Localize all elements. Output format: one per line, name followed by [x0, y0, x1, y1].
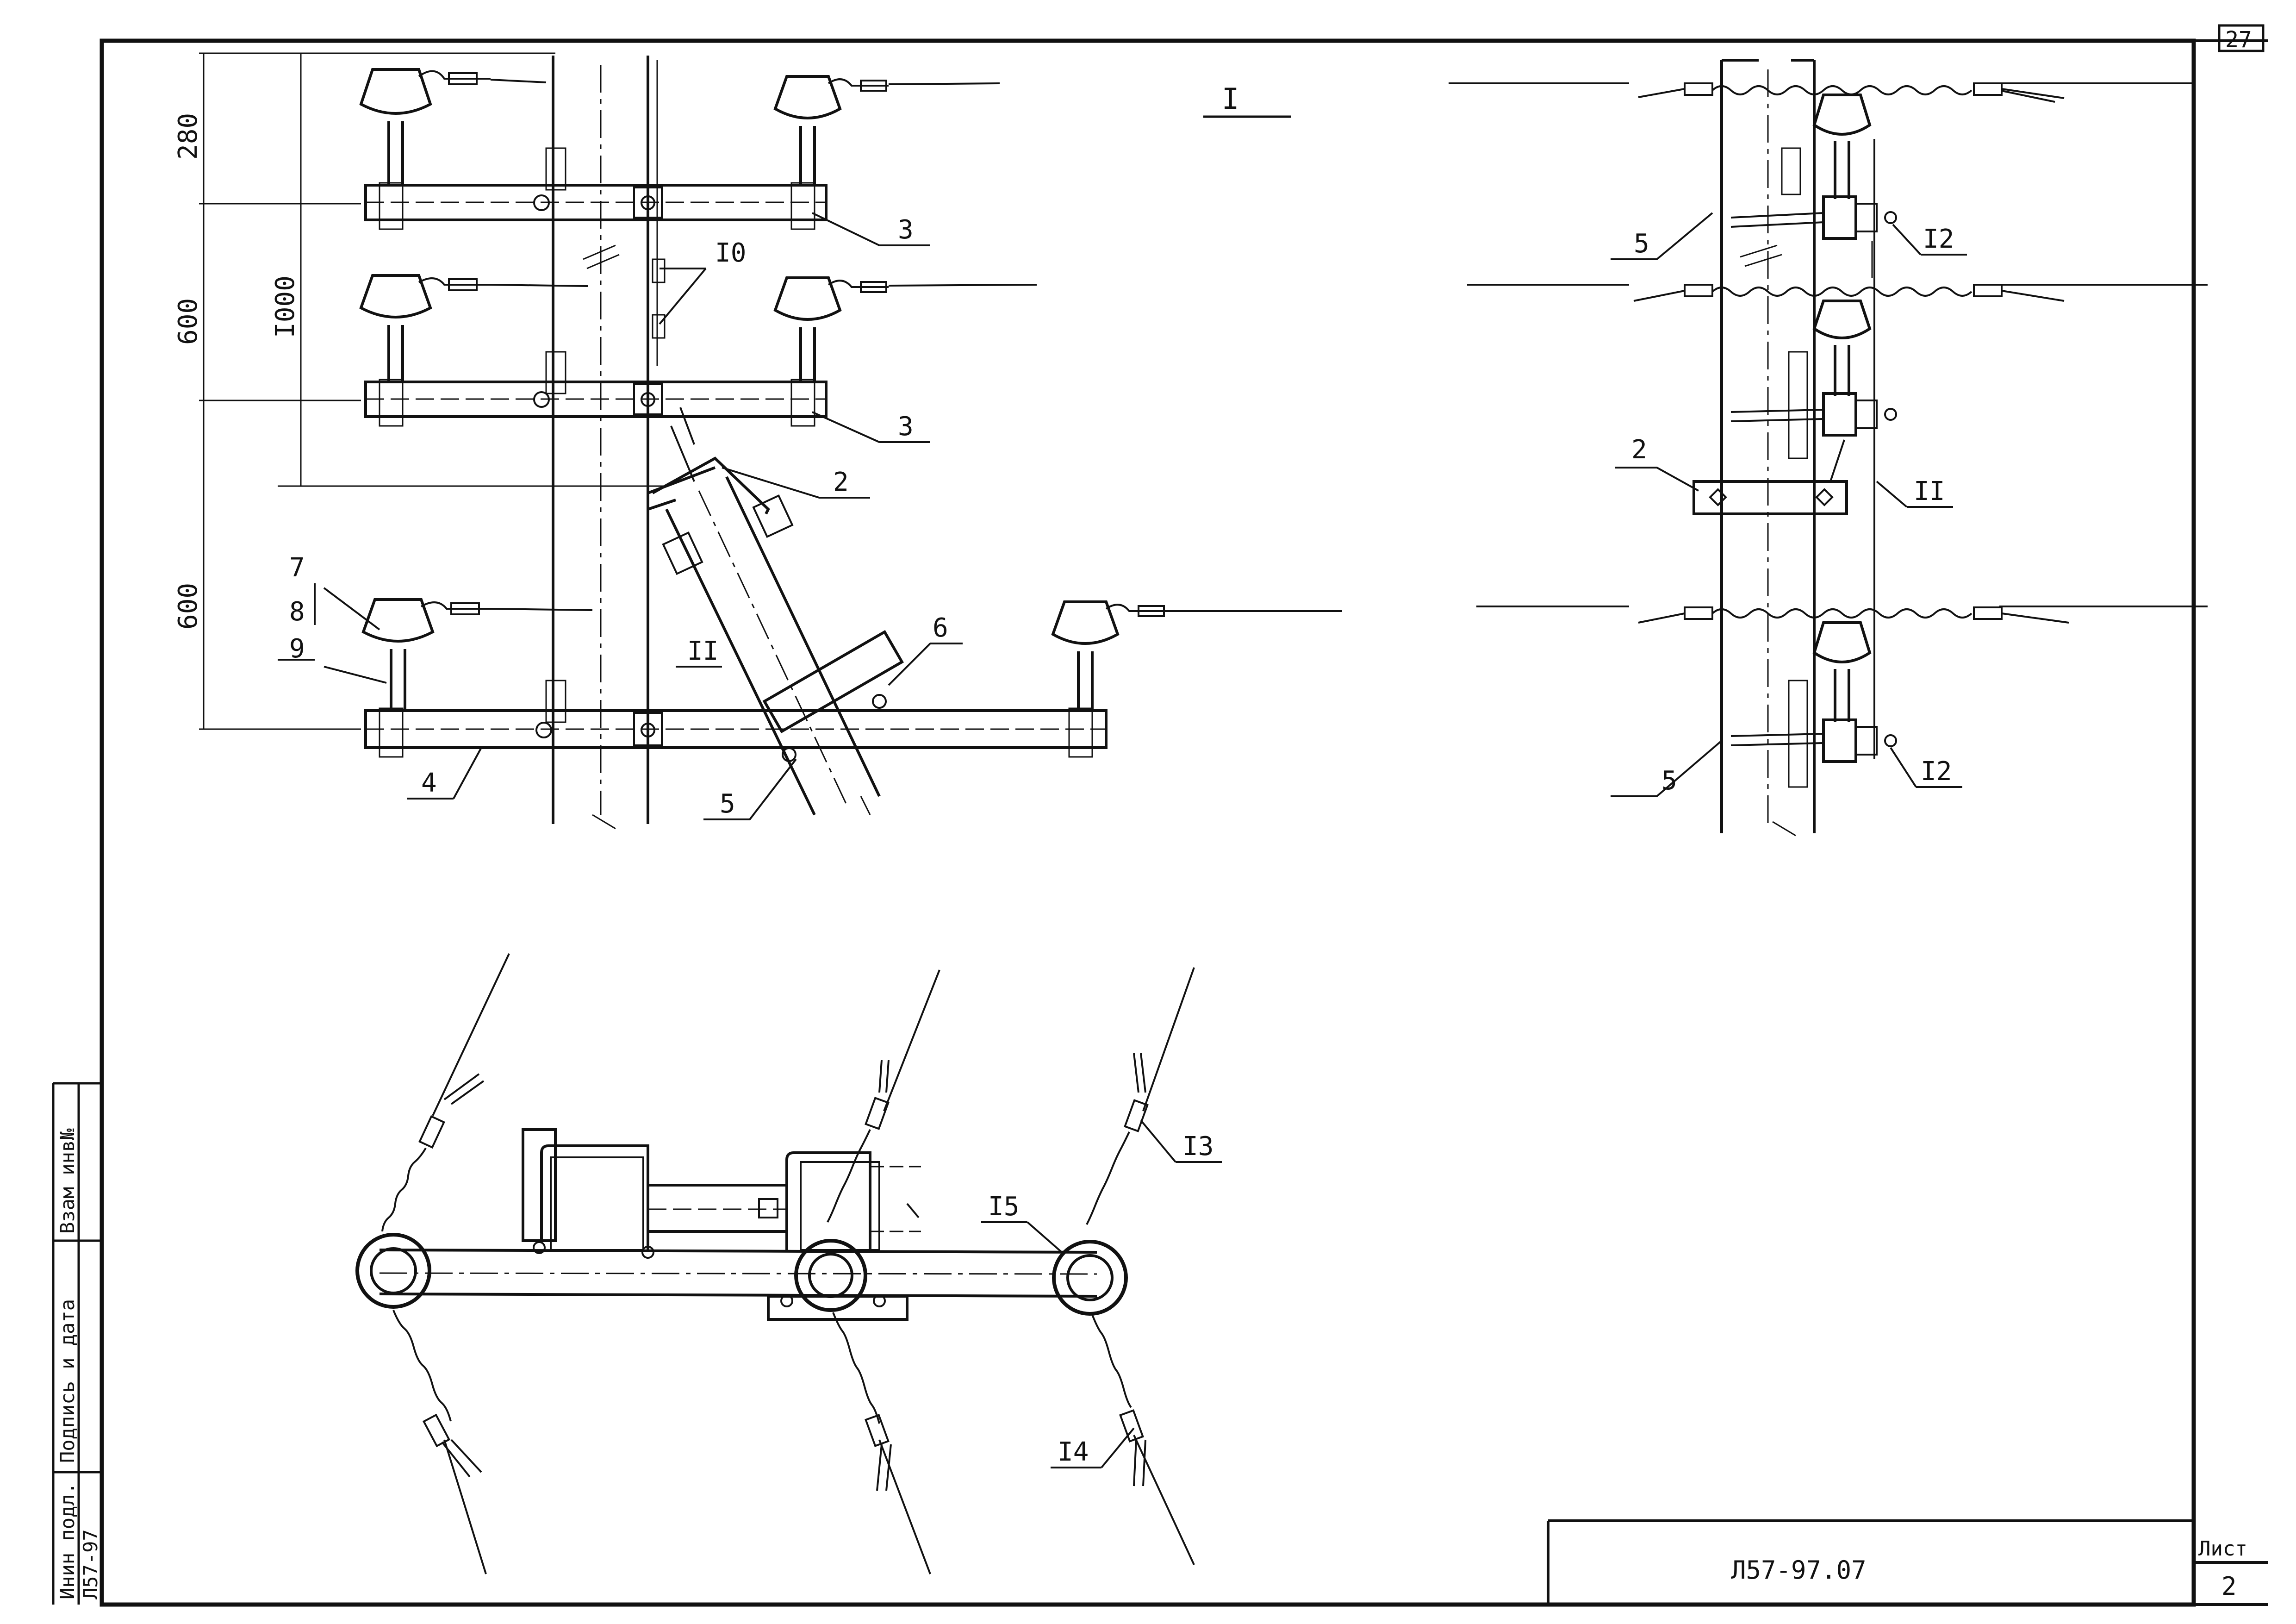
callout-9: 9 [289, 634, 305, 664]
wire-detail [652, 60, 666, 366]
corner-number: 27 [2225, 27, 2252, 53]
plan-ring-left [355, 1233, 431, 1309]
crossarm-upper [364, 182, 828, 230]
stamp-replace-inv: Взам инв№ [56, 1128, 79, 1234]
side-insulator-2 [1730, 300, 1897, 482]
sheet-label: Лист [2198, 1537, 2247, 1561]
dimension-600-upper: 600 [173, 298, 203, 345]
plan-wire-middle [827, 969, 940, 1574]
side-clamp-bar [1692, 480, 1848, 515]
dimension-280: 280 [173, 113, 203, 160]
insulator-front-6 [1051, 600, 1342, 711]
plan-crossarm [355, 1233, 1128, 1316]
side-wire-lower [1476, 606, 2208, 624]
insulator-front-2 [773, 75, 1000, 185]
dimension-600-lower: 600 [173, 583, 203, 630]
front-callout-leaders [278, 212, 963, 820]
side-wire-upper [1449, 82, 2194, 103]
side-view [1449, 59, 2208, 837]
callout-11-side: II [1914, 476, 1945, 506]
clamp-bar [762, 630, 904, 815]
insulator-front-4 [773, 276, 1037, 382]
title-block [1547, 1519, 2268, 1606]
front-callouts: 3 3 2 6 5 4 I0 II 7 8 9 [289, 215, 948, 819]
side-callouts: 5 I2 2 II 5 I2 [1631, 224, 1954, 796]
side-stamp [52, 1082, 102, 1605]
callout-5-side-upper: 5 [1634, 229, 1649, 259]
callout-2-front: 2 [833, 467, 849, 497]
callout-13: I3 [1182, 1131, 1213, 1162]
dimension-lines [199, 52, 666, 730]
crossarm-lower [364, 707, 1108, 758]
plan-wire-left [381, 953, 510, 1574]
callout-2-side: 2 [1631, 435, 1647, 465]
front-view [359, 56, 1342, 830]
callout-5-side-lower: 5 [1661, 766, 1677, 796]
sheet-number: 2 [2221, 1572, 2237, 1601]
plan-view [355, 953, 1195, 1574]
side-insulator-1 [1730, 94, 1897, 240]
callout-10: I0 [715, 238, 746, 268]
side-insulator-3 [1730, 621, 1897, 763]
drawing-frame [100, 24, 2268, 1607]
dimension-1000: I000 [270, 275, 300, 338]
callout-5-front: 5 [720, 789, 735, 819]
plan-callout-leaders [981, 1119, 1222, 1468]
insulator-front-1 [359, 68, 547, 185]
stamp-inv-no: Инин подл. [56, 1482, 79, 1599]
callout-14: I4 [1058, 1437, 1089, 1467]
insulator-front-5 [361, 598, 593, 711]
plan-wire-right [1086, 967, 1195, 1565]
plan-brace-block [522, 1128, 921, 1321]
callout-12-upper: I2 [1923, 224, 1954, 254]
plan-ring-middle [794, 1239, 867, 1312]
side-callout-leaders [1611, 212, 1967, 797]
plan-callouts: I3 I5 I4 [988, 1131, 1213, 1467]
insulator-front-3 [359, 274, 588, 382]
side-pole [1720, 59, 1875, 837]
callout-15: I5 [988, 1192, 1019, 1222]
callout-6: 6 [933, 613, 948, 643]
callout-8: 8 [289, 597, 305, 627]
stamp-code: Л57-97 [79, 1529, 102, 1599]
document-code: Л57-97.07 [1731, 1555, 1867, 1585]
callout-3-upper: 3 [898, 215, 914, 245]
callout-11-front: II [687, 636, 718, 666]
callout-7: 7 [289, 553, 305, 583]
side-wire-middle [1467, 284, 2208, 302]
callout-12-lower: I2 [1921, 756, 1952, 787]
callout-4: 4 [421, 768, 437, 798]
brace-strut [647, 407, 881, 816]
view-label-I: I [1222, 82, 1239, 116]
callout-3-middle: 3 [898, 412, 914, 442]
plan-ring-right [1052, 1240, 1128, 1316]
crossarm-middle [364, 379, 828, 427]
pole [545, 56, 649, 830]
stamp-sign-date: Подпись и дата [56, 1299, 79, 1463]
